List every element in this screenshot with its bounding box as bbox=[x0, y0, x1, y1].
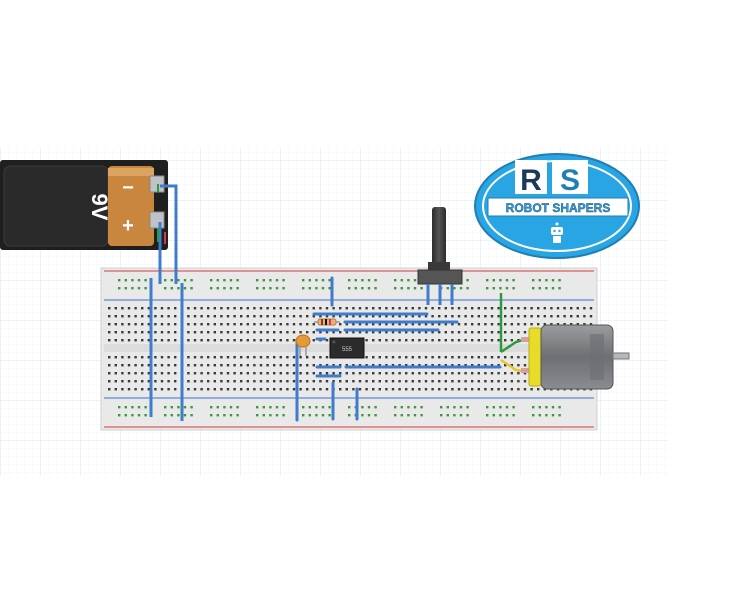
logo-name: ROBOT SHAPERS bbox=[506, 201, 611, 215]
battery-voltage-label: 9V bbox=[87, 194, 112, 221]
ic-label: 555 bbox=[342, 347, 353, 353]
battery-plus-label: + bbox=[122, 215, 134, 237]
potentiometer-body bbox=[417, 269, 463, 285]
motor-tab-1 bbox=[521, 337, 529, 342]
battery-wire-minus bbox=[160, 184, 178, 284]
resistor bbox=[314, 318, 340, 326]
battery-9v: 9V − + bbox=[0, 160, 168, 250]
robot-shapers-logo: R S ROBOT SHAPERS bbox=[474, 153, 640, 259]
capacitor bbox=[295, 334, 311, 356]
jumper-wires bbox=[295, 276, 502, 422]
breadboard-holes bbox=[108, 279, 593, 417]
logo-letter-s: S bbox=[560, 164, 580, 197]
battery-terminal-plus bbox=[149, 211, 165, 229]
motor-tab-2 bbox=[521, 368, 529, 373]
motor-shaft bbox=[612, 352, 630, 360]
potentiometer-knob bbox=[432, 207, 446, 269]
ic-555: 555 bbox=[329, 337, 365, 359]
robot-icon bbox=[551, 222, 563, 243]
potentiometer bbox=[417, 207, 463, 305]
battery-minus-label: − bbox=[122, 177, 134, 199]
dc-motor bbox=[528, 324, 630, 390]
logo-letter-r: R bbox=[520, 164, 542, 197]
